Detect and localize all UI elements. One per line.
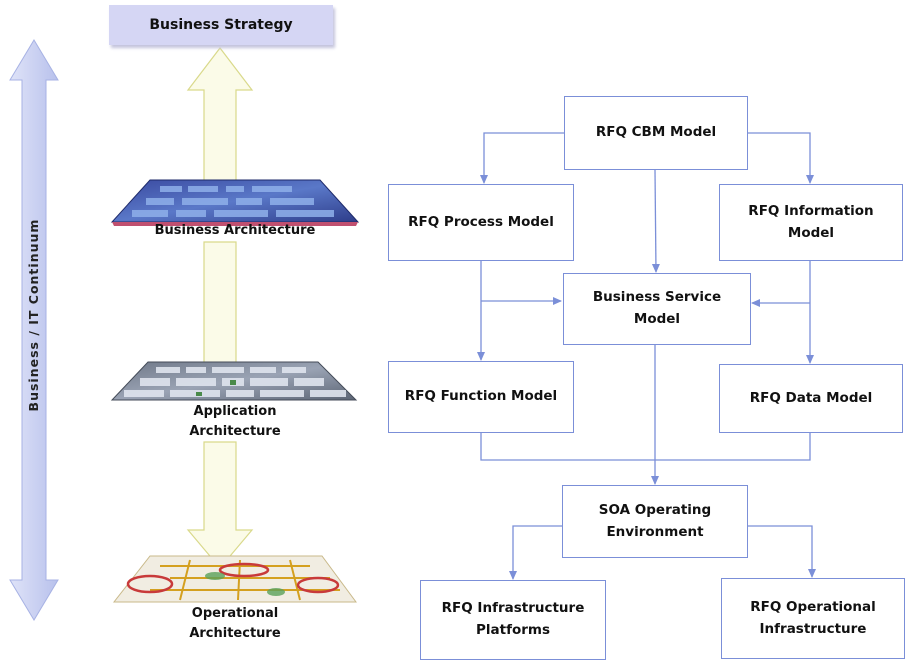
continuum-label: Business / IT Continuum xyxy=(26,218,41,412)
rfq-data-model-box: RFQ Data Model xyxy=(719,364,903,433)
hollow-arrow-top xyxy=(186,47,254,189)
business-strategy-box: Business Strategy xyxy=(109,5,333,45)
connectors xyxy=(477,132,816,580)
rfq-information-model-label-line-2: Model xyxy=(787,224,835,241)
rfq-function-model-label: RFQ Function Model xyxy=(404,388,558,405)
application-architecture-label-line-1: Application xyxy=(193,404,277,419)
rfq-operational-infrastructure-label-line-2: Infrastructure xyxy=(759,620,867,637)
operational-architecture-label-line-1: Operational xyxy=(191,606,279,621)
rfq-process-model-box: RFQ Process Model xyxy=(388,184,574,261)
soa-operating-environment-label-line-1: SOA Operating xyxy=(598,501,712,518)
business-service-model-label-line-1: Business Service xyxy=(592,289,722,306)
soa-operating-environment-label-line-2: Environment xyxy=(606,523,704,540)
operational-architecture-label-line-2: Architecture xyxy=(189,625,281,641)
rfq-infrastructure-platforms-box: RFQ Infrastructure Platforms xyxy=(420,580,606,660)
rfq-information-model-box: RFQ Information Model xyxy=(719,184,903,261)
continuum-arrow xyxy=(9,39,59,621)
operational-architecture-label: Operational Architecture xyxy=(150,604,320,643)
soa-operating-environment-box: SOA Operating Environment xyxy=(562,485,748,558)
business-service-model-label-line-2: Model xyxy=(633,311,681,327)
business-architecture-label-line: Business Architecture xyxy=(154,223,316,238)
business-service-model-box: Business Service Model xyxy=(563,273,751,345)
business-strategy-label: Business Strategy xyxy=(149,17,293,33)
application-architecture-plane xyxy=(110,361,358,401)
rfq-operational-infrastructure-box: RFQ Operational Infrastructure xyxy=(721,578,905,659)
rfq-operational-infrastructure-label-line-1: RFQ Operational xyxy=(750,598,876,615)
rfq-infrastructure-platforms-label-line-2: Platforms xyxy=(476,622,550,638)
rfq-data-model-label: RFQ Data Model xyxy=(749,389,873,406)
rfq-cbm-model-box: RFQ CBM Model xyxy=(564,96,748,170)
hollow-arrow-bottom xyxy=(186,441,254,569)
business-architecture-plane xyxy=(110,179,360,226)
hollow-arrow-mid xyxy=(203,241,237,366)
rfq-function-model-box: RFQ Function Model xyxy=(388,361,574,433)
rfq-process-model-label: RFQ Process Model xyxy=(408,213,554,230)
business-architecture-label: Business Architecture xyxy=(140,221,330,241)
application-architecture-label: Application Architecture xyxy=(150,402,320,441)
operational-architecture-plane xyxy=(112,555,357,603)
application-architecture-label-line-2: Architecture xyxy=(189,423,281,439)
rfq-cbm-model-label: RFQ CBM Model xyxy=(595,124,717,141)
rfq-information-model-label-line-1: RFQ Information xyxy=(748,202,874,219)
rfq-infrastructure-platforms-label-line-1: RFQ Infrastructure xyxy=(441,600,585,617)
